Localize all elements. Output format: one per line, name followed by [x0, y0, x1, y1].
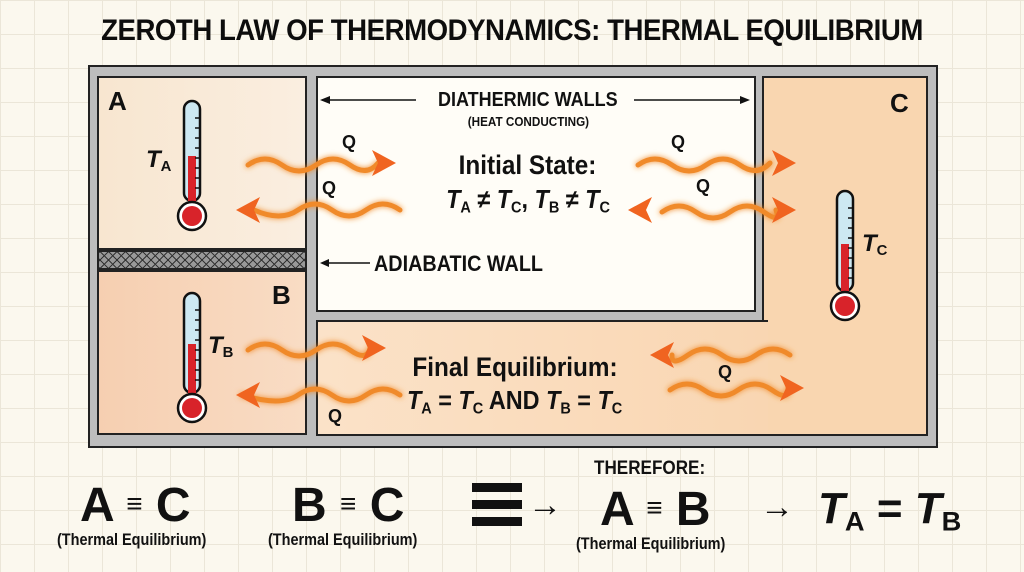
- equivalence-a-c-note: (Thermal Equilibrium): [57, 530, 207, 549]
- implies-arrow-icon: →: [760, 488, 794, 526]
- therefore-label: THEREFORE:: [594, 458, 706, 479]
- thermometer-a-icon: [176, 99, 208, 232]
- heat-arrow-a-out: [245, 156, 381, 174]
- heat-q-label: Q: [322, 178, 337, 198]
- heat-q-label: Q: [328, 406, 343, 426]
- final-temperature-equality: TA = TB: [818, 484, 962, 537]
- equivalence-b-c: B ≡ C: [292, 479, 405, 532]
- system-c-box: [762, 76, 928, 436]
- heat-q-label: Q: [696, 176, 711, 196]
- initial-state-region: [316, 76, 756, 312]
- temp-a-label: TA: [146, 146, 172, 176]
- adiabatic-wall: [97, 250, 307, 270]
- heat-q-label: Q: [718, 362, 733, 382]
- temp-b-label: TB: [208, 332, 234, 362]
- temp-c-label: TC: [862, 230, 888, 260]
- system-a-label: A: [108, 86, 127, 116]
- equivalence-a-b-note: (Thermal Equilibrium): [576, 534, 726, 553]
- identity-triple-bar-icon: [472, 483, 522, 526]
- diathermic-label: DIATHERMIC WALLS: [438, 89, 618, 111]
- thermometer-b-icon: [176, 291, 208, 424]
- equivalence-a-c: A ≡ C: [80, 479, 191, 532]
- implies-arrow-icon: →: [528, 486, 562, 524]
- initial-state-equation: TA ≠ TC, TB ≠ TC: [446, 184, 610, 217]
- diagram-title: ZEROTH LAW OF THERMODYNAMICS: THERMAL EQ…: [101, 14, 923, 47]
- diathermic-double-arrow-icon: [320, 96, 750, 104]
- adiabatic-label: ADIABATIC WALL: [374, 251, 544, 276]
- equivalence-a-b: A ≡ B: [600, 483, 711, 536]
- heat-q-label: Q: [671, 132, 686, 152]
- equivalence-b-c-note: (Thermal Equilibrium): [268, 530, 418, 549]
- final-equilibrium-heading: Final Equilibrium:: [412, 352, 618, 382]
- adiabatic-pointer-arrow-icon: [320, 259, 370, 267]
- system-b-label: B: [272, 280, 291, 310]
- initial-state-heading: Initial State:: [459, 150, 597, 180]
- thermometer-c-icon: [829, 189, 861, 322]
- diathermic-sublabel: (HEAT CONDUCTING): [467, 114, 589, 129]
- final-equilibrium-region: [316, 320, 768, 436]
- system-c-label: C: [890, 88, 909, 118]
- final-equilibrium-equation: TA = TC AND TB = TC: [407, 385, 623, 418]
- heat-q-label: Q: [342, 132, 357, 152]
